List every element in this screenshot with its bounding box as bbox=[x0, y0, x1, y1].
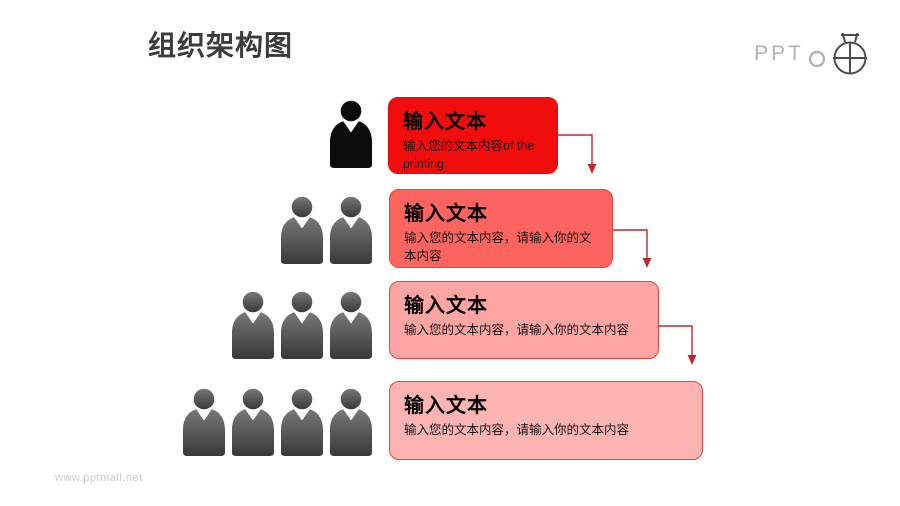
person-icon bbox=[281, 196, 323, 266]
watermark-url: www.pptmall.net bbox=[55, 472, 143, 484]
text-box-body: 输入您的文本内容of the printing. bbox=[403, 139, 535, 172]
person-icon bbox=[232, 291, 274, 361]
people-row-level-2 bbox=[281, 196, 372, 266]
person-icon bbox=[281, 388, 323, 458]
text-box-level-3: 输入文本 输入您的文本内容，请输入你的文本内容 bbox=[389, 281, 659, 359]
arrow-down-icon bbox=[687, 355, 697, 365]
person-icon bbox=[330, 388, 372, 458]
text-box-body: 输入您的文本内容，请输入你的文本内容 bbox=[404, 323, 630, 337]
people-row-level-4 bbox=[183, 388, 372, 458]
text-box-heading: 输入文本 bbox=[404, 295, 488, 317]
connector-line-2 bbox=[613, 229, 648, 258]
logo-text: PPT bbox=[754, 42, 804, 65]
text-box-body: 输入您的文本内容，请输入你的文本内容 bbox=[404, 231, 592, 264]
connector-line-1 bbox=[557, 134, 593, 164]
connector-line-3 bbox=[659, 325, 693, 355]
person-icon bbox=[330, 196, 372, 266]
text-box-heading: 输入文本 bbox=[404, 395, 488, 417]
pptmall-logo: PPT bbox=[754, 30, 872, 78]
text-box-level-1: 输入文本 输入您的文本内容of the printing. bbox=[388, 97, 558, 174]
text-box-level-2: 输入文本 输入您的文本内容，请输入你的文本内容 bbox=[389, 189, 613, 268]
person-icon bbox=[330, 291, 372, 361]
text-box-level-4: 输入文本 输入您的文本内容，请输入你的文本内容 bbox=[389, 381, 703, 460]
person-icon bbox=[232, 388, 274, 458]
people-row-level-1 bbox=[330, 100, 372, 170]
people-row-level-3 bbox=[232, 291, 372, 361]
arrow-down-icon bbox=[587, 164, 597, 174]
person-icon bbox=[330, 100, 372, 170]
arrow-down-icon bbox=[642, 258, 652, 268]
person-icon bbox=[183, 388, 225, 458]
text-box-heading: 输入文本 bbox=[403, 111, 487, 133]
person-icon bbox=[281, 291, 323, 361]
text-box-heading: 输入文本 bbox=[404, 203, 488, 225]
compass-circle-icon bbox=[808, 32, 867, 75]
text-box-body: 输入您的文本内容，请输入你的文本内容 bbox=[404, 423, 630, 437]
page-title: 组织架构图 bbox=[148, 30, 294, 61]
